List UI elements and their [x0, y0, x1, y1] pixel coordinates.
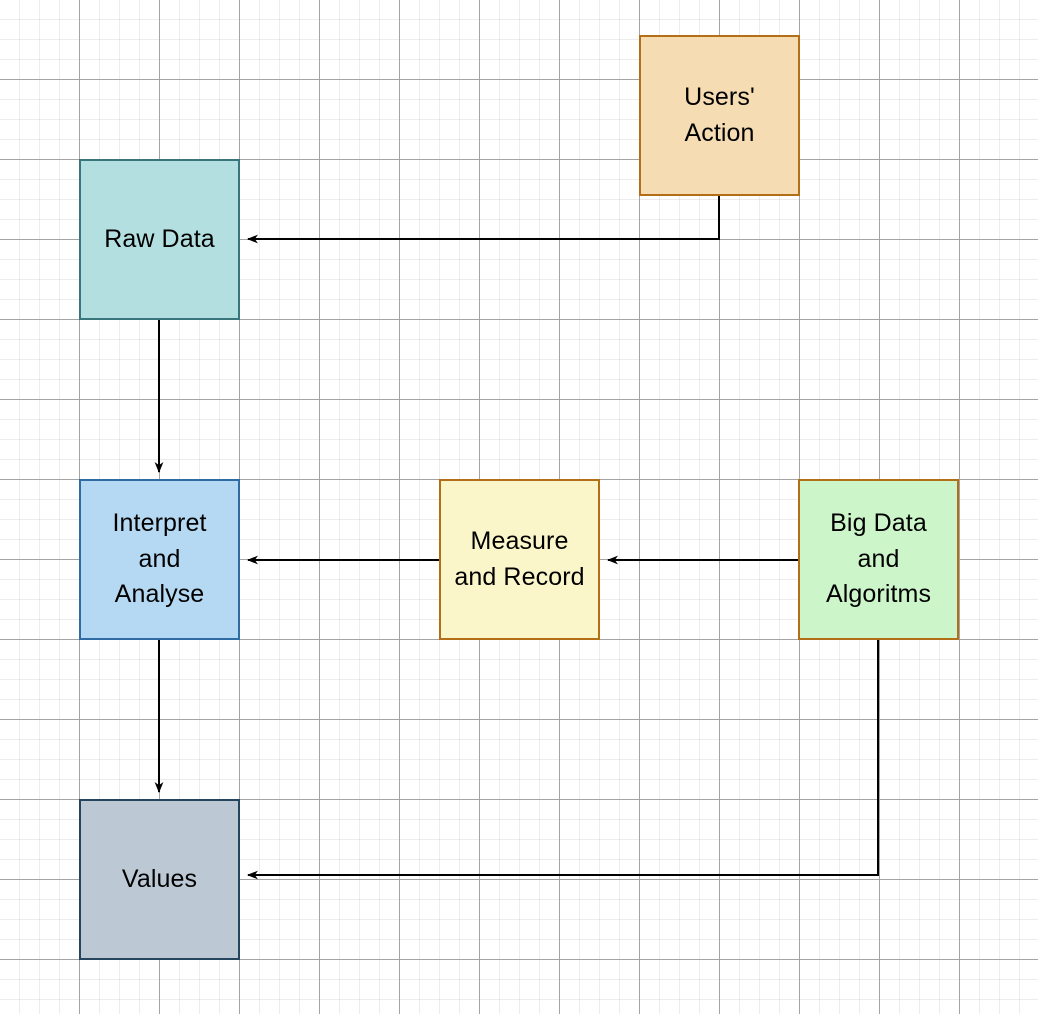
node-interpret-and-analyse[interactable]: Interpret and Analyse [79, 479, 240, 640]
node-raw-data[interactable]: Raw Data [79, 159, 240, 320]
node-measure-and-record[interactable]: Measure and Record [439, 479, 600, 640]
node-values[interactable]: Values [79, 799, 240, 960]
edge-users-action-to-raw-data [247, 196, 720, 244]
node-big-data-and-algoritms[interactable]: Big Data and Algoritms [798, 479, 959, 640]
node-users-action[interactable]: Users' Action [639, 35, 800, 196]
edge-big-data-to-values [247, 640, 879, 880]
